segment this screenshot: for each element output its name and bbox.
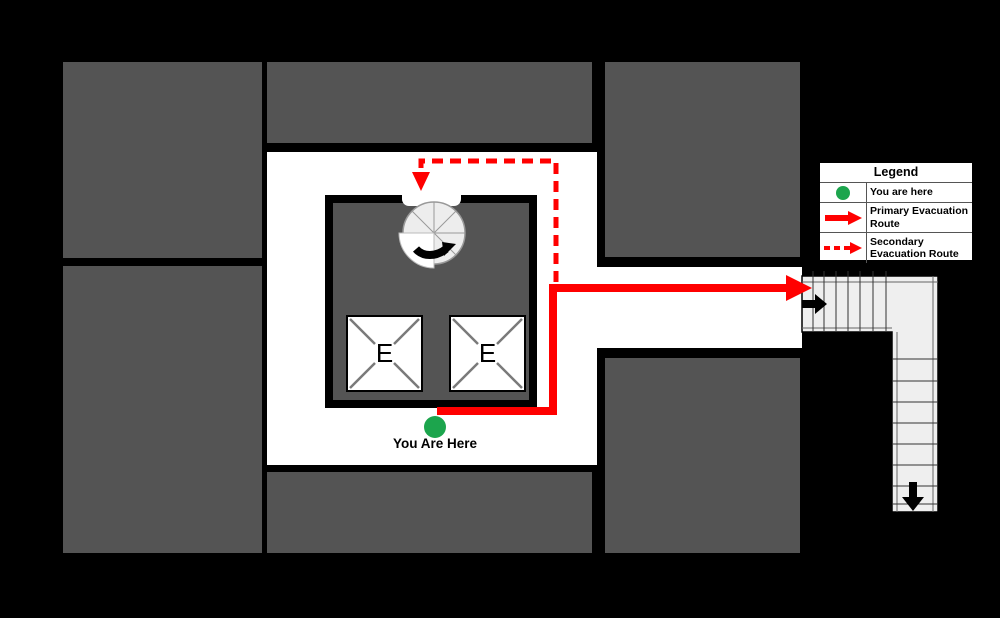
room-bottom-right [605, 358, 800, 553]
primary-route-arrow-icon [820, 203, 867, 232]
stair-entry-arrow-icon [802, 294, 827, 314]
you-are-here-label: You Are Here [392, 436, 478, 451]
legend-item-label: Secondary Evacuation Route [870, 235, 959, 260]
spiral-staircase-icon [398, 201, 466, 269]
legend-row-primary-route: Primary Evacuation Route [820, 203, 972, 233]
elevator-label: E [478, 338, 497, 368]
elevator-cross-icon [349, 318, 420, 389]
room-bottom-middle [267, 472, 592, 553]
stair-down-arrow-icon [902, 482, 924, 511]
room-top-left [63, 62, 262, 258]
legend-title: Legend [820, 163, 972, 183]
room-top-right [605, 62, 800, 257]
stair-step-lines [812, 271, 938, 505]
elevator-1: E [346, 315, 423, 392]
corridor-exit [597, 267, 802, 348]
legend-item-label: Primary Evacuation Route [870, 205, 969, 230]
exit-staircase [801, 271, 939, 513]
legend-row-you-are-here: You are here [820, 183, 972, 203]
legend-row-secondary-route: Secondary Evacuation Route [820, 233, 972, 263]
room-top-middle [267, 62, 592, 143]
secondary-route-arrow-icon [820, 233, 867, 263]
room-bottom-left [63, 266, 262, 553]
elevator-2: E [449, 315, 526, 392]
elevator-label: E [375, 338, 394, 368]
legend: Legend You are here Primary Evacuation R… [818, 161, 974, 263]
you-are-here-dot [424, 416, 446, 438]
legend-item-label: You are here [870, 186, 933, 199]
you-are-here-dot-icon [820, 183, 867, 202]
